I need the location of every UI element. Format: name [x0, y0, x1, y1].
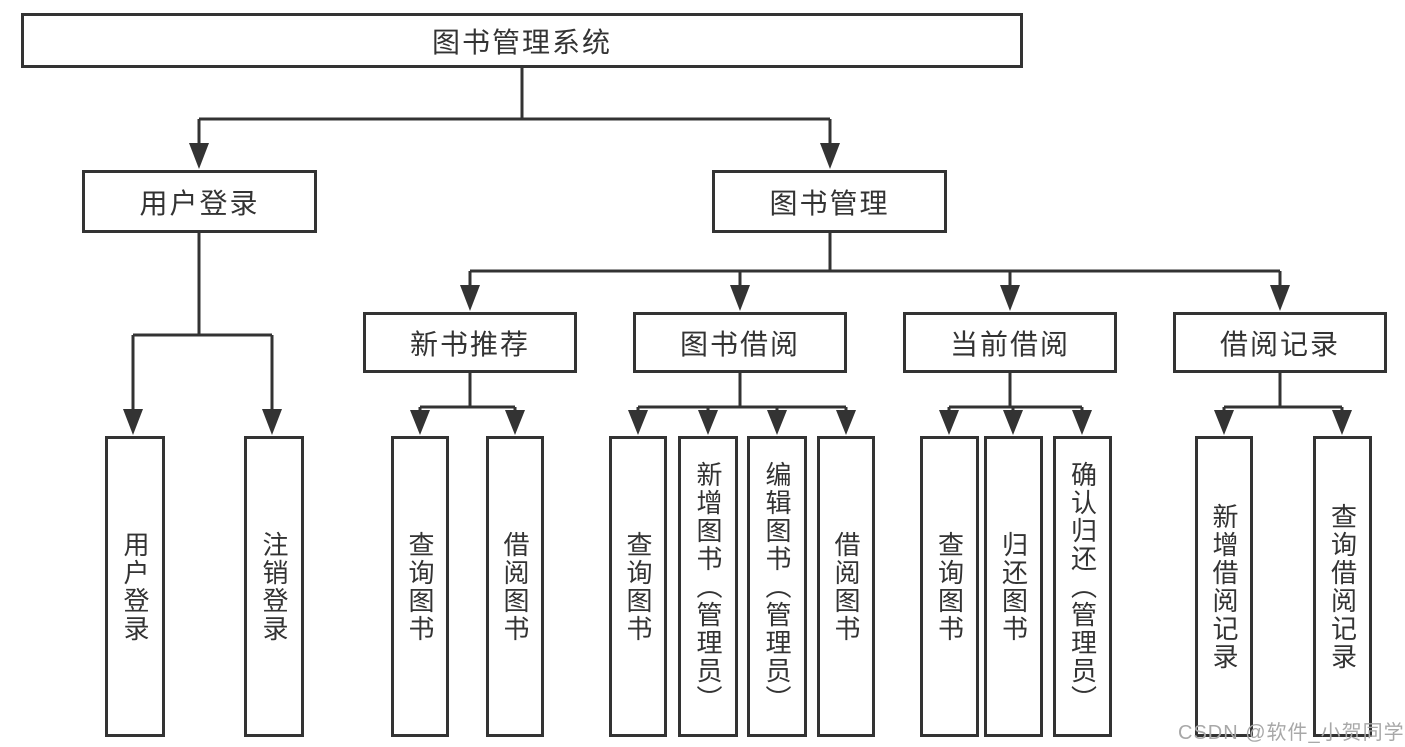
node-new-book-recommend: 新书推荐 — [363, 312, 577, 373]
node-borrow-records-label: 借阅记录 — [1219, 328, 1340, 360]
node-newbook-query-books: 查询图书 — [391, 436, 449, 737]
node-newbook-borrow-books-label: 借阅图书 — [500, 530, 530, 643]
node-current-query-books-label: 查询图书 — [934, 530, 965, 643]
node-current-borrow-label: 当前借阅 — [949, 328, 1070, 360]
node-user-login-action: 用户登录 — [105, 436, 165, 737]
node-query-borrow-record: 查询借阅记录 — [1313, 436, 1372, 737]
node-return-books: 归还图书 — [984, 436, 1043, 737]
node-borrow-query-books-label: 查询图书 — [623, 530, 653, 643]
node-logout-action-label: 注销登录 — [259, 530, 289, 643]
node-book-borrow: 图书借阅 — [633, 312, 847, 373]
node-user-login: 用户登录 — [82, 170, 317, 233]
node-root: 图书管理系统 — [21, 13, 1023, 68]
node-logout-action: 注销登录 — [244, 436, 304, 737]
node-newbook-query-books-label: 查询图书 — [405, 530, 435, 643]
node-confirm-return-admin: 确认归还（管理员） — [1053, 436, 1112, 737]
node-borrow-records: 借阅记录 — [1173, 312, 1387, 373]
node-edit-books-admin: 编辑图书（管理员） — [747, 436, 807, 737]
node-borrow-books: 借阅图书 — [817, 436, 875, 737]
connector-paths — [131, 68, 1344, 412]
node-user-login-label: 用户登录 — [139, 187, 260, 219]
node-edit-books-admin-label: 编辑图书（管理员） — [762, 460, 792, 713]
node-confirm-return-admin-label: 确认归还（管理员） — [1067, 460, 1098, 713]
node-new-book-recommend-label: 新书推荐 — [409, 328, 530, 360]
node-add-books-admin: 新增图书（管理员） — [678, 436, 738, 737]
node-book-borrow-label: 图书借阅 — [679, 328, 800, 360]
arrowheads — [123, 143, 1352, 435]
node-book-management: 图书管理 — [712, 170, 947, 233]
node-borrow-query-books: 查询图书 — [609, 436, 667, 737]
node-add-borrow-record-label: 新增借阅记录 — [1209, 502, 1239, 671]
node-current-query-books: 查询图书 — [920, 436, 979, 737]
node-return-books-label: 归还图书 — [998, 530, 1029, 643]
node-current-borrow: 当前借阅 — [903, 312, 1117, 373]
node-add-borrow-record: 新增借阅记录 — [1195, 436, 1253, 737]
node-book-management-label: 图书管理 — [769, 187, 890, 219]
node-root-label: 图书管理系统 — [431, 26, 612, 58]
node-query-borrow-record-label: 查询借阅记录 — [1327, 502, 1358, 671]
node-add-books-admin-label: 新增图书（管理员） — [693, 460, 723, 713]
csdn-watermark: CSDN @软件_小贺同学 — [1178, 722, 1405, 744]
node-user-login-action-label: 用户登录 — [120, 530, 150, 643]
node-newbook-borrow-books: 借阅图书 — [486, 436, 544, 737]
node-borrow-books-label: 借阅图书 — [831, 530, 861, 643]
